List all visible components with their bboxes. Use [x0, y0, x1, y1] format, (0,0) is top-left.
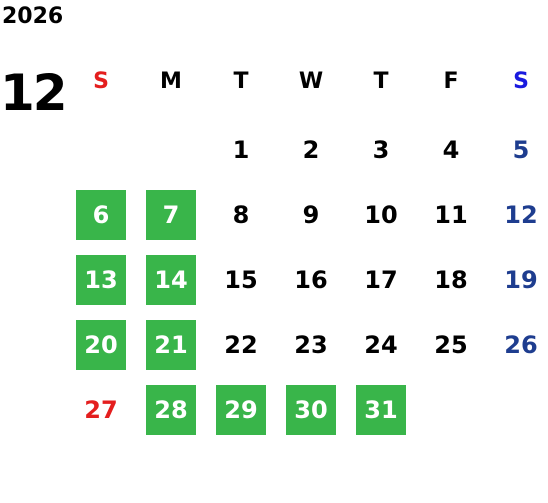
day-cell: 19	[504, 266, 538, 294]
weekday-header-tue: T	[233, 69, 249, 94]
day-cell: 3	[372, 136, 390, 164]
day-cell: 29	[216, 385, 266, 435]
day-cell: 12	[504, 201, 538, 229]
weekday-header-mon: M	[160, 69, 182, 94]
day-cell: 20	[76, 320, 126, 370]
day-cell: 27	[84, 396, 118, 424]
calendar-month: 12	[0, 64, 68, 122]
day-cell: 6	[76, 190, 126, 240]
day-cell: 4	[442, 136, 460, 164]
day-cell: 1	[232, 136, 250, 164]
weekday-header-wed: W	[298, 69, 324, 94]
day-cell: 28	[146, 385, 196, 435]
day-cell: 24	[364, 331, 398, 359]
day-cell: 2	[302, 136, 320, 164]
weekday-header-fri: F	[443, 69, 459, 94]
day-cell: 17	[364, 266, 398, 294]
weekday-header-thu: T	[373, 69, 389, 94]
day-cell: 9	[302, 201, 320, 229]
day-cell: 8	[232, 201, 250, 229]
day-cell: 10	[364, 201, 398, 229]
day-cell: 31	[356, 385, 406, 435]
day-cell: 13	[76, 255, 126, 305]
day-cell: 16	[294, 266, 328, 294]
day-cell: 21	[146, 320, 196, 370]
day-cell: 11	[434, 201, 468, 229]
day-cell: 14	[146, 255, 196, 305]
weekday-header-sat: S	[513, 69, 529, 94]
weekday-header-sun: S	[93, 69, 109, 94]
calendar-year: 2026	[2, 4, 64, 29]
day-cell: 25	[434, 331, 468, 359]
day-cell: 22	[224, 331, 258, 359]
day-cell: 18	[434, 266, 468, 294]
day-cell: 30	[286, 385, 336, 435]
day-cell: 5	[512, 136, 530, 164]
day-cell: 15	[224, 266, 258, 294]
day-cell: 23	[294, 331, 328, 359]
day-cell: 26	[504, 331, 538, 359]
day-cell: 7	[146, 190, 196, 240]
